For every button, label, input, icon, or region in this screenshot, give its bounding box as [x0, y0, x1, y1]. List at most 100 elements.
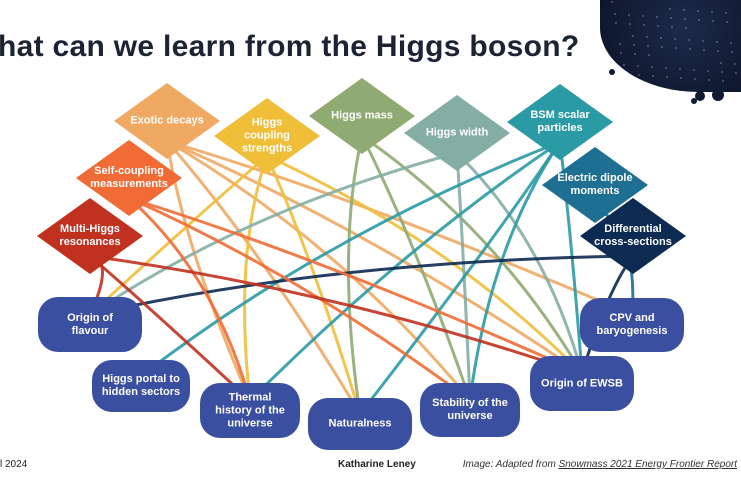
star	[707, 70, 709, 72]
star	[632, 35, 634, 37]
measurement-bsm	[507, 84, 613, 160]
star	[731, 51, 733, 53]
star	[657, 25, 659, 27]
star	[734, 63, 736, 65]
link-width-flavour	[88, 151, 459, 316]
star	[721, 71, 723, 73]
star	[703, 49, 705, 51]
question-label: Origin of EWSB	[541, 377, 623, 389]
star	[685, 27, 687, 29]
question-flavour	[38, 297, 142, 352]
star	[684, 18, 686, 20]
star	[624, 73, 626, 75]
star	[642, 15, 644, 17]
star	[666, 76, 668, 78]
measurement-label: Higgs width	[425, 126, 489, 139]
star	[680, 77, 682, 79]
link-self-stability	[127, 196, 472, 402]
star	[698, 19, 700, 21]
star	[708, 79, 710, 81]
question-thermal	[200, 383, 300, 438]
question-portal	[92, 360, 190, 412]
planet-dot	[691, 98, 697, 104]
star	[634, 53, 636, 55]
star	[648, 54, 650, 56]
star	[647, 45, 649, 47]
question-natural	[308, 398, 412, 450]
star	[716, 41, 718, 43]
star	[661, 46, 663, 48]
star	[688, 39, 690, 41]
star	[720, 62, 722, 64]
star	[726, 21, 728, 23]
link-coupling-thermal	[243, 154, 269, 402]
star	[675, 47, 677, 49]
star	[615, 22, 617, 24]
link-exotic-cpv	[165, 139, 634, 317]
star	[725, 12, 727, 14]
link-exotic-ewsb	[165, 139, 584, 375]
star	[722, 80, 724, 82]
star	[660, 37, 662, 39]
measurement-multi	[37, 198, 143, 274]
star	[683, 9, 685, 11]
star	[689, 48, 691, 50]
star	[619, 43, 621, 45]
star	[697, 10, 699, 12]
question-cpv	[580, 298, 684, 352]
star	[620, 52, 622, 54]
link-coupling-ewsb	[265, 154, 584, 375]
link-bsm-ewsb	[558, 140, 584, 375]
star	[651, 66, 653, 68]
link-exotic-thermal	[165, 139, 252, 402]
measurement-diff	[580, 198, 686, 274]
link-bsm-stability	[468, 140, 562, 402]
measurement-self	[76, 140, 182, 216]
link-self-thermal	[127, 196, 252, 402]
star	[730, 42, 732, 44]
link-mass-ewsb	[360, 134, 584, 375]
link-bsm-portal	[139, 140, 562, 378]
link-mass-stability	[360, 134, 472, 402]
star	[735, 72, 737, 74]
star	[702, 40, 704, 42]
question-ewsb	[530, 356, 634, 411]
star	[671, 26, 673, 28]
star	[679, 68, 681, 70]
star	[711, 11, 713, 13]
measurement-label: Higgs mass	[331, 109, 393, 122]
measurement-edm	[542, 147, 648, 223]
link-multi-ewsb	[88, 254, 584, 375]
star	[646, 36, 648, 38]
star	[623, 64, 625, 66]
star	[637, 65, 639, 67]
link-multi-thermal	[88, 254, 252, 402]
measurement-coupling	[214, 98, 320, 174]
star	[652, 75, 654, 77]
measurement-mass	[309, 78, 415, 154]
credit-link[interactable]: Snowmass 2021 Energy Frontier Report	[558, 459, 737, 470]
credit-prefix: Image: Adapted from	[462, 459, 559, 470]
link-self-ewsb	[127, 196, 584, 375]
footer-credit: Image: Adapted from Snowmass 2021 Energy…	[463, 459, 737, 470]
planet-dot	[609, 69, 615, 75]
star	[633, 44, 635, 46]
star	[611, 1, 613, 3]
link-coupling-natural	[265, 154, 362, 416]
link-coupling-flavour	[88, 154, 269, 316]
star	[717, 50, 719, 52]
planet-dot	[712, 89, 724, 101]
star	[638, 74, 640, 76]
slide-title: hat can we learn from the Higgs boson?	[0, 30, 580, 63]
star	[694, 78, 696, 80]
measurement-width	[404, 95, 510, 171]
star	[656, 16, 658, 18]
